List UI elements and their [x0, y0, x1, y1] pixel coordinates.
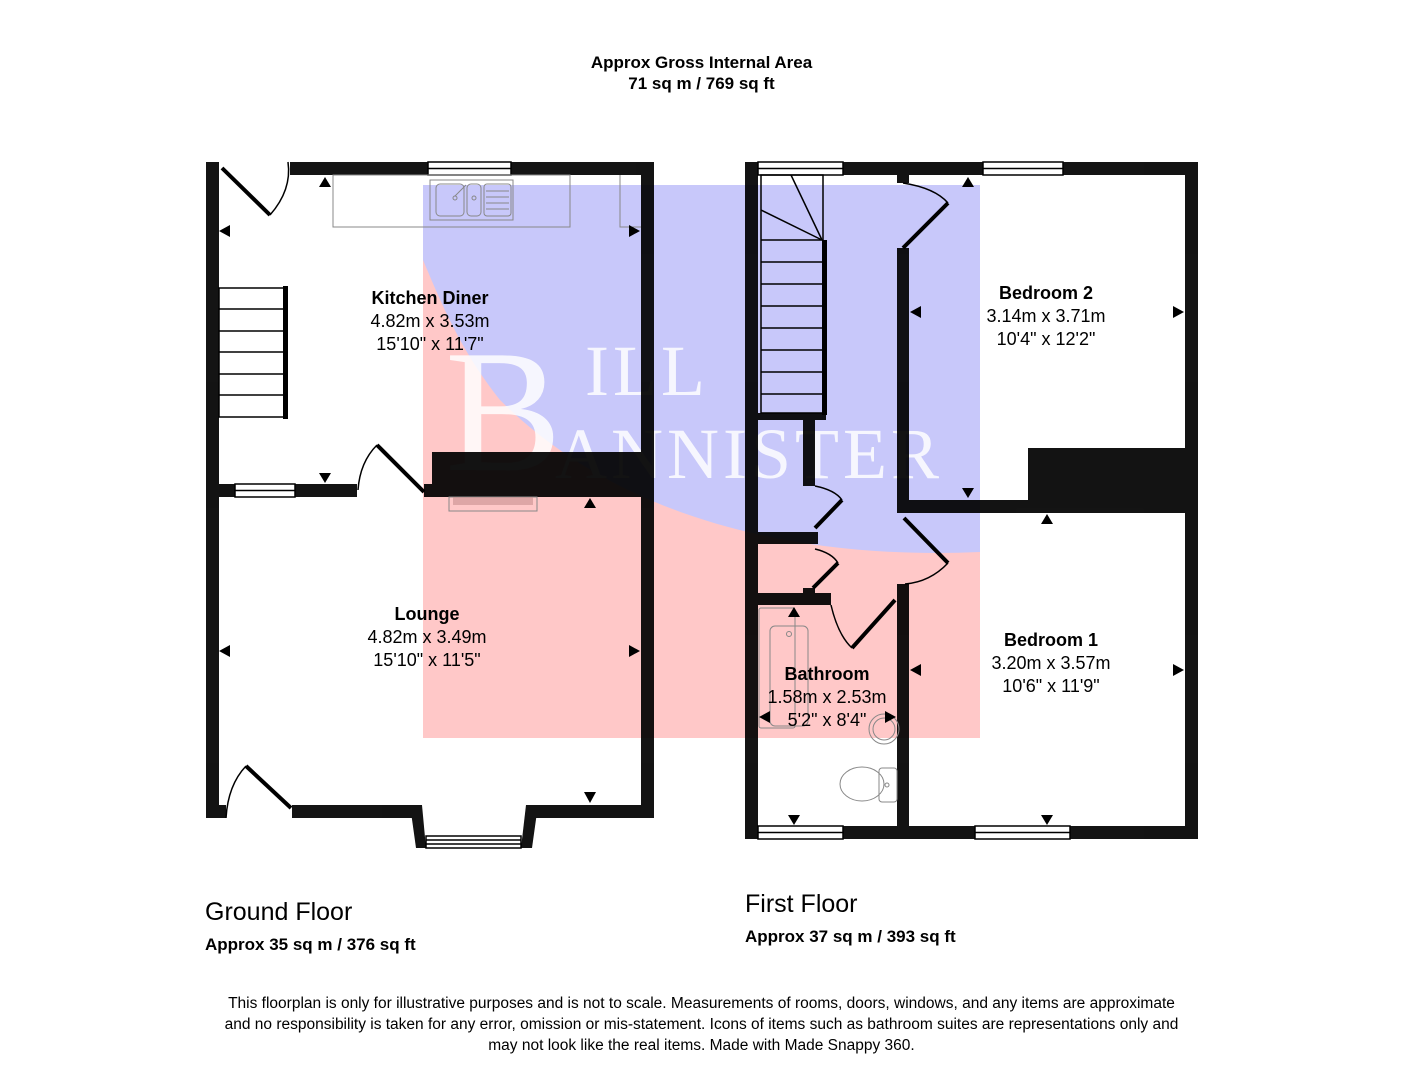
room-label-lounge: Lounge 4.82m x 3.49m 15'10" x 11'5": [367, 603, 486, 672]
room-name: Bathroom: [784, 664, 870, 684]
toilet-icon: [839, 766, 898, 803]
ground-floor-title: Ground Floor: [205, 898, 353, 926]
first-floor-plan: [745, 161, 1198, 840]
room-size-imperial: 15'10" x 11'7": [376, 334, 484, 354]
disclaimer-line-3: may not look like the real items. Made w…: [488, 1037, 915, 1054]
bath-icon: [758, 607, 809, 729]
room-label-bedroom-1: Bedroom 1 3.20m x 3.57m 10'6" x 11'9": [991, 629, 1110, 698]
gross-area-header: Approx Gross Internal Area 71 sq m / 769…: [0, 52, 1403, 94]
sink-icon: [868, 713, 900, 745]
gross-area-title: Approx Gross Internal Area: [590, 53, 813, 72]
room-label-kitchen-diner: Kitchen Diner 4.82m x 3.53m 15'10" x 11'…: [370, 287, 489, 356]
fireplace-icon: [453, 497, 533, 505]
gross-area-value: 71 sq m / 769 sq ft: [628, 74, 775, 93]
first-floor-title: First Floor: [745, 890, 858, 918]
room-name: Lounge: [394, 604, 460, 624]
room-size-metric: 4.82m x 3.53m: [370, 311, 490, 331]
disclaimer-line-2: and no responsibility is taken for any e…: [224, 1016, 1179, 1033]
disclaimer-line-1: This floorplan is only for illustrative …: [228, 995, 1175, 1012]
room-label-bathroom: Bathroom 1.58m x 2.53m 5'2" x 8'4": [767, 663, 886, 732]
room-label-bedroom-2: Bedroom 2 3.14m x 3.71m 10'4" x 12'2": [986, 282, 1105, 351]
room-size-metric: 3.14m x 3.71m: [986, 306, 1106, 326]
room-size-imperial: 10'4" x 12'2": [996, 329, 1096, 349]
room-name: Kitchen Diner: [371, 288, 489, 308]
room-size-metric: 3.20m x 3.57m: [991, 653, 1111, 673]
disclaimer: This floorplan is only for illustrative …: [170, 993, 1233, 1056]
room-size-imperial: 10'6" x 11'9": [1002, 676, 1100, 696]
room-size-metric: 1.58m x 2.53m: [767, 687, 887, 707]
ground-floor-plan: [206, 161, 654, 849]
room-size-imperial: 5'2" x 8'4": [787, 710, 867, 730]
first-floor-area: Approx 37 sq m / 393 sq ft: [745, 927, 956, 946]
room-size-imperial: 15'10" x 11'5": [373, 650, 481, 670]
ground-floor-area: Approx 35 sq m / 376 sq ft: [205, 935, 416, 954]
room-name: Bedroom 2: [998, 283, 1094, 303]
room-name: Bedroom 1: [1003, 630, 1099, 650]
room-size-metric: 4.82m x 3.49m: [367, 627, 487, 647]
stairs-icon: [283, 286, 288, 419]
